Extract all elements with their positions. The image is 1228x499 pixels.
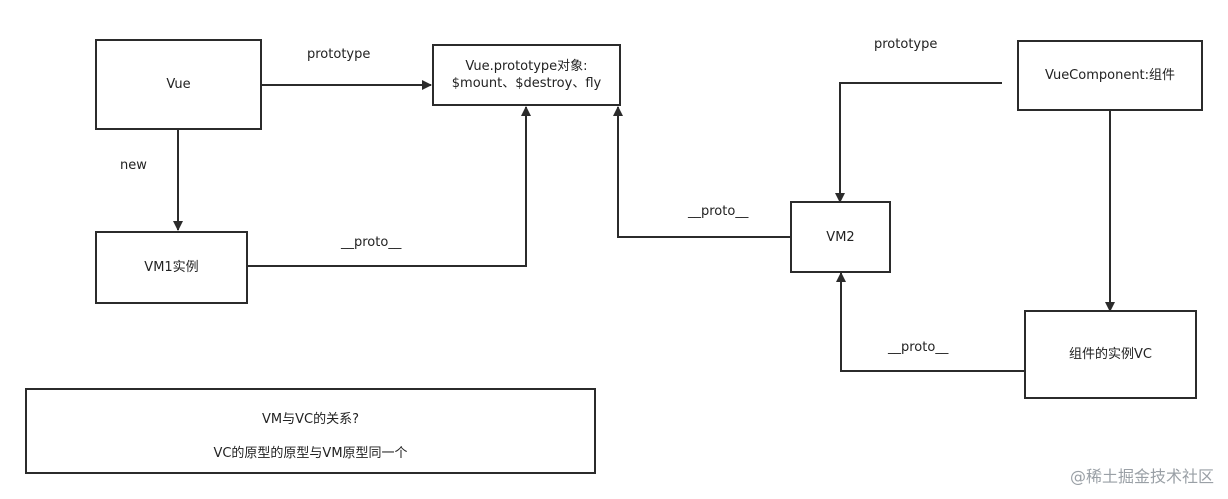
note-question: VM与VC的关系?	[262, 412, 359, 427]
node-vm2-label: VM2	[826, 229, 855, 245]
relationship-note: VM与VC的关系? VC的原型的原型与VM原型同一个	[25, 388, 596, 474]
edge-component-to-vm2	[835, 82, 1002, 203]
node-vc-instance[interactable]: 组件的实例VC	[1024, 310, 1197, 399]
edge-label-vm2-to-prototype: __proto__	[688, 204, 749, 219]
edge-vm2-to-prototype	[613, 106, 791, 238]
node-vue-component[interactable]: VueComponent:组件	[1017, 40, 1203, 111]
node-vue-component-label: VueComponent:组件	[1044, 68, 1176, 83]
note-answer: VC的原型的原型与VM原型同一个	[213, 446, 408, 461]
node-vc-instance-label: 组件的实例VC	[1069, 347, 1152, 362]
node-vue-prototype-line1: Vue.prototype对象:	[465, 59, 588, 74]
edge-vc-to-vm2	[836, 272, 1025, 372]
edge-label-vue-to-vm1: new	[120, 158, 147, 173]
node-vm1[interactable]: VM1实例	[95, 231, 248, 304]
node-vue-prototype[interactable]: Vue.prototype对象: $mount、$destroy、fly	[432, 44, 621, 106]
edge-label-vc-to-vm2: __proto__	[888, 340, 949, 355]
edge-label-vue-to-prototype: prototype	[307, 47, 371, 62]
edge-vm1-to-prototype	[247, 106, 531, 267]
edge-label-component-to-vm2: prototype	[874, 37, 938, 52]
node-vue[interactable]: Vue	[95, 39, 262, 130]
node-vue-label: Vue	[166, 77, 191, 92]
node-vue-prototype-line2: $mount、$destroy、fly	[451, 76, 602, 91]
watermark: @稀土掘金技术社区	[1069, 467, 1214, 486]
node-vm1-label: VM1实例	[144, 260, 199, 275]
edge-label-vm1-to-prototype: __proto__	[341, 235, 402, 250]
node-vm2[interactable]: VM2	[790, 201, 891, 273]
